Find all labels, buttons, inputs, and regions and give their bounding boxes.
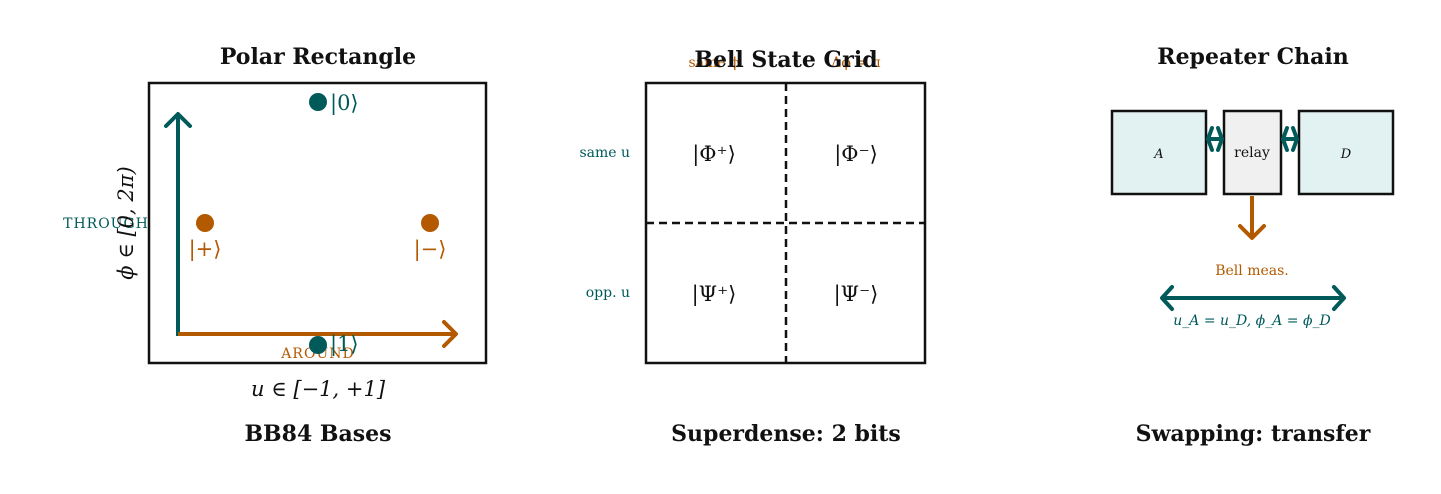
bell-measurement-label: Bell meas.: [1215, 263, 1289, 279]
bell-panel: same ϕ Δϕ = π Bell State Grid same u opp…: [579, 47, 927, 447]
polar-rectangle: [147, 81, 488, 365]
node-d-label: D: [1340, 147, 1352, 162]
repeater-caption: Swapping: transfer: [1136, 421, 1371, 447]
link-relay-d-icon: [1281, 126, 1299, 152]
state-1-dot: [309, 336, 327, 354]
polar-title: Polar Rectangle: [220, 44, 416, 70]
state-0-dot: [309, 93, 327, 111]
row-opp-u-label: opp. u: [586, 285, 630, 301]
bell-caption: Superdense: 2 bits: [671, 421, 901, 447]
through-label: THROUGH: [63, 216, 149, 232]
relay-node: [1222, 109, 1283, 196]
bell-title: Bell State Grid: [694, 47, 877, 73]
y-axis-label: ϕ ∈ [0, 2π): [114, 166, 138, 279]
link-a-relay-icon: [1206, 126, 1224, 152]
swapped-link-left-arrowhead-icon: [1160, 285, 1174, 311]
around-arrowhead-icon: [442, 320, 458, 348]
state-minus-label: |−⟩: [414, 237, 447, 262]
row-same-u-label: same u: [579, 145, 630, 161]
state-minus-dot: [421, 214, 439, 232]
polar-panel: Polar Rectangle THROUGH AROUND |0⟩ |1⟩ |…: [63, 44, 488, 447]
psi-plus-cell: |Ψ⁺⟩: [692, 282, 737, 307]
same-phi-label: same ϕ: [688, 55, 739, 71]
polar-caption: BB84 Bases: [244, 421, 391, 447]
node-a-label: A: [1153, 147, 1163, 162]
delta-phi-label: Δϕ = π: [831, 55, 881, 71]
through-arrowhead-icon: [164, 112, 192, 128]
around-label: AROUND: [280, 346, 354, 362]
state-0-label: |0⟩: [330, 91, 359, 116]
phi-plus-cell: |Φ⁺⟩: [692, 142, 736, 167]
node-a: [1110, 109, 1208, 196]
node-d: [1297, 109, 1395, 196]
state-1-label: |1⟩: [330, 332, 359, 357]
repeater-title: Repeater Chain: [1157, 44, 1348, 70]
phi-minus-cell: |Φ⁻⟩: [834, 142, 878, 167]
repeater-panel: Repeater Chain A relay D Bell meas. u_A …: [1110, 44, 1395, 447]
swapped-link-right-arrowhead-icon: [1332, 285, 1346, 311]
measurement-arrowhead-icon: [1238, 224, 1266, 240]
psi-minus-cell: |Ψ⁻⟩: [834, 282, 879, 307]
state-plus-label: |+⟩: [189, 237, 222, 262]
state-plus-dot: [196, 214, 214, 232]
swap-result-label: u_A = u_D, ϕ_A = ϕ_D: [1173, 313, 1330, 329]
x-axis-label: u ∈ [−1, +1]: [251, 377, 386, 401]
relay-label: relay: [1234, 145, 1270, 161]
